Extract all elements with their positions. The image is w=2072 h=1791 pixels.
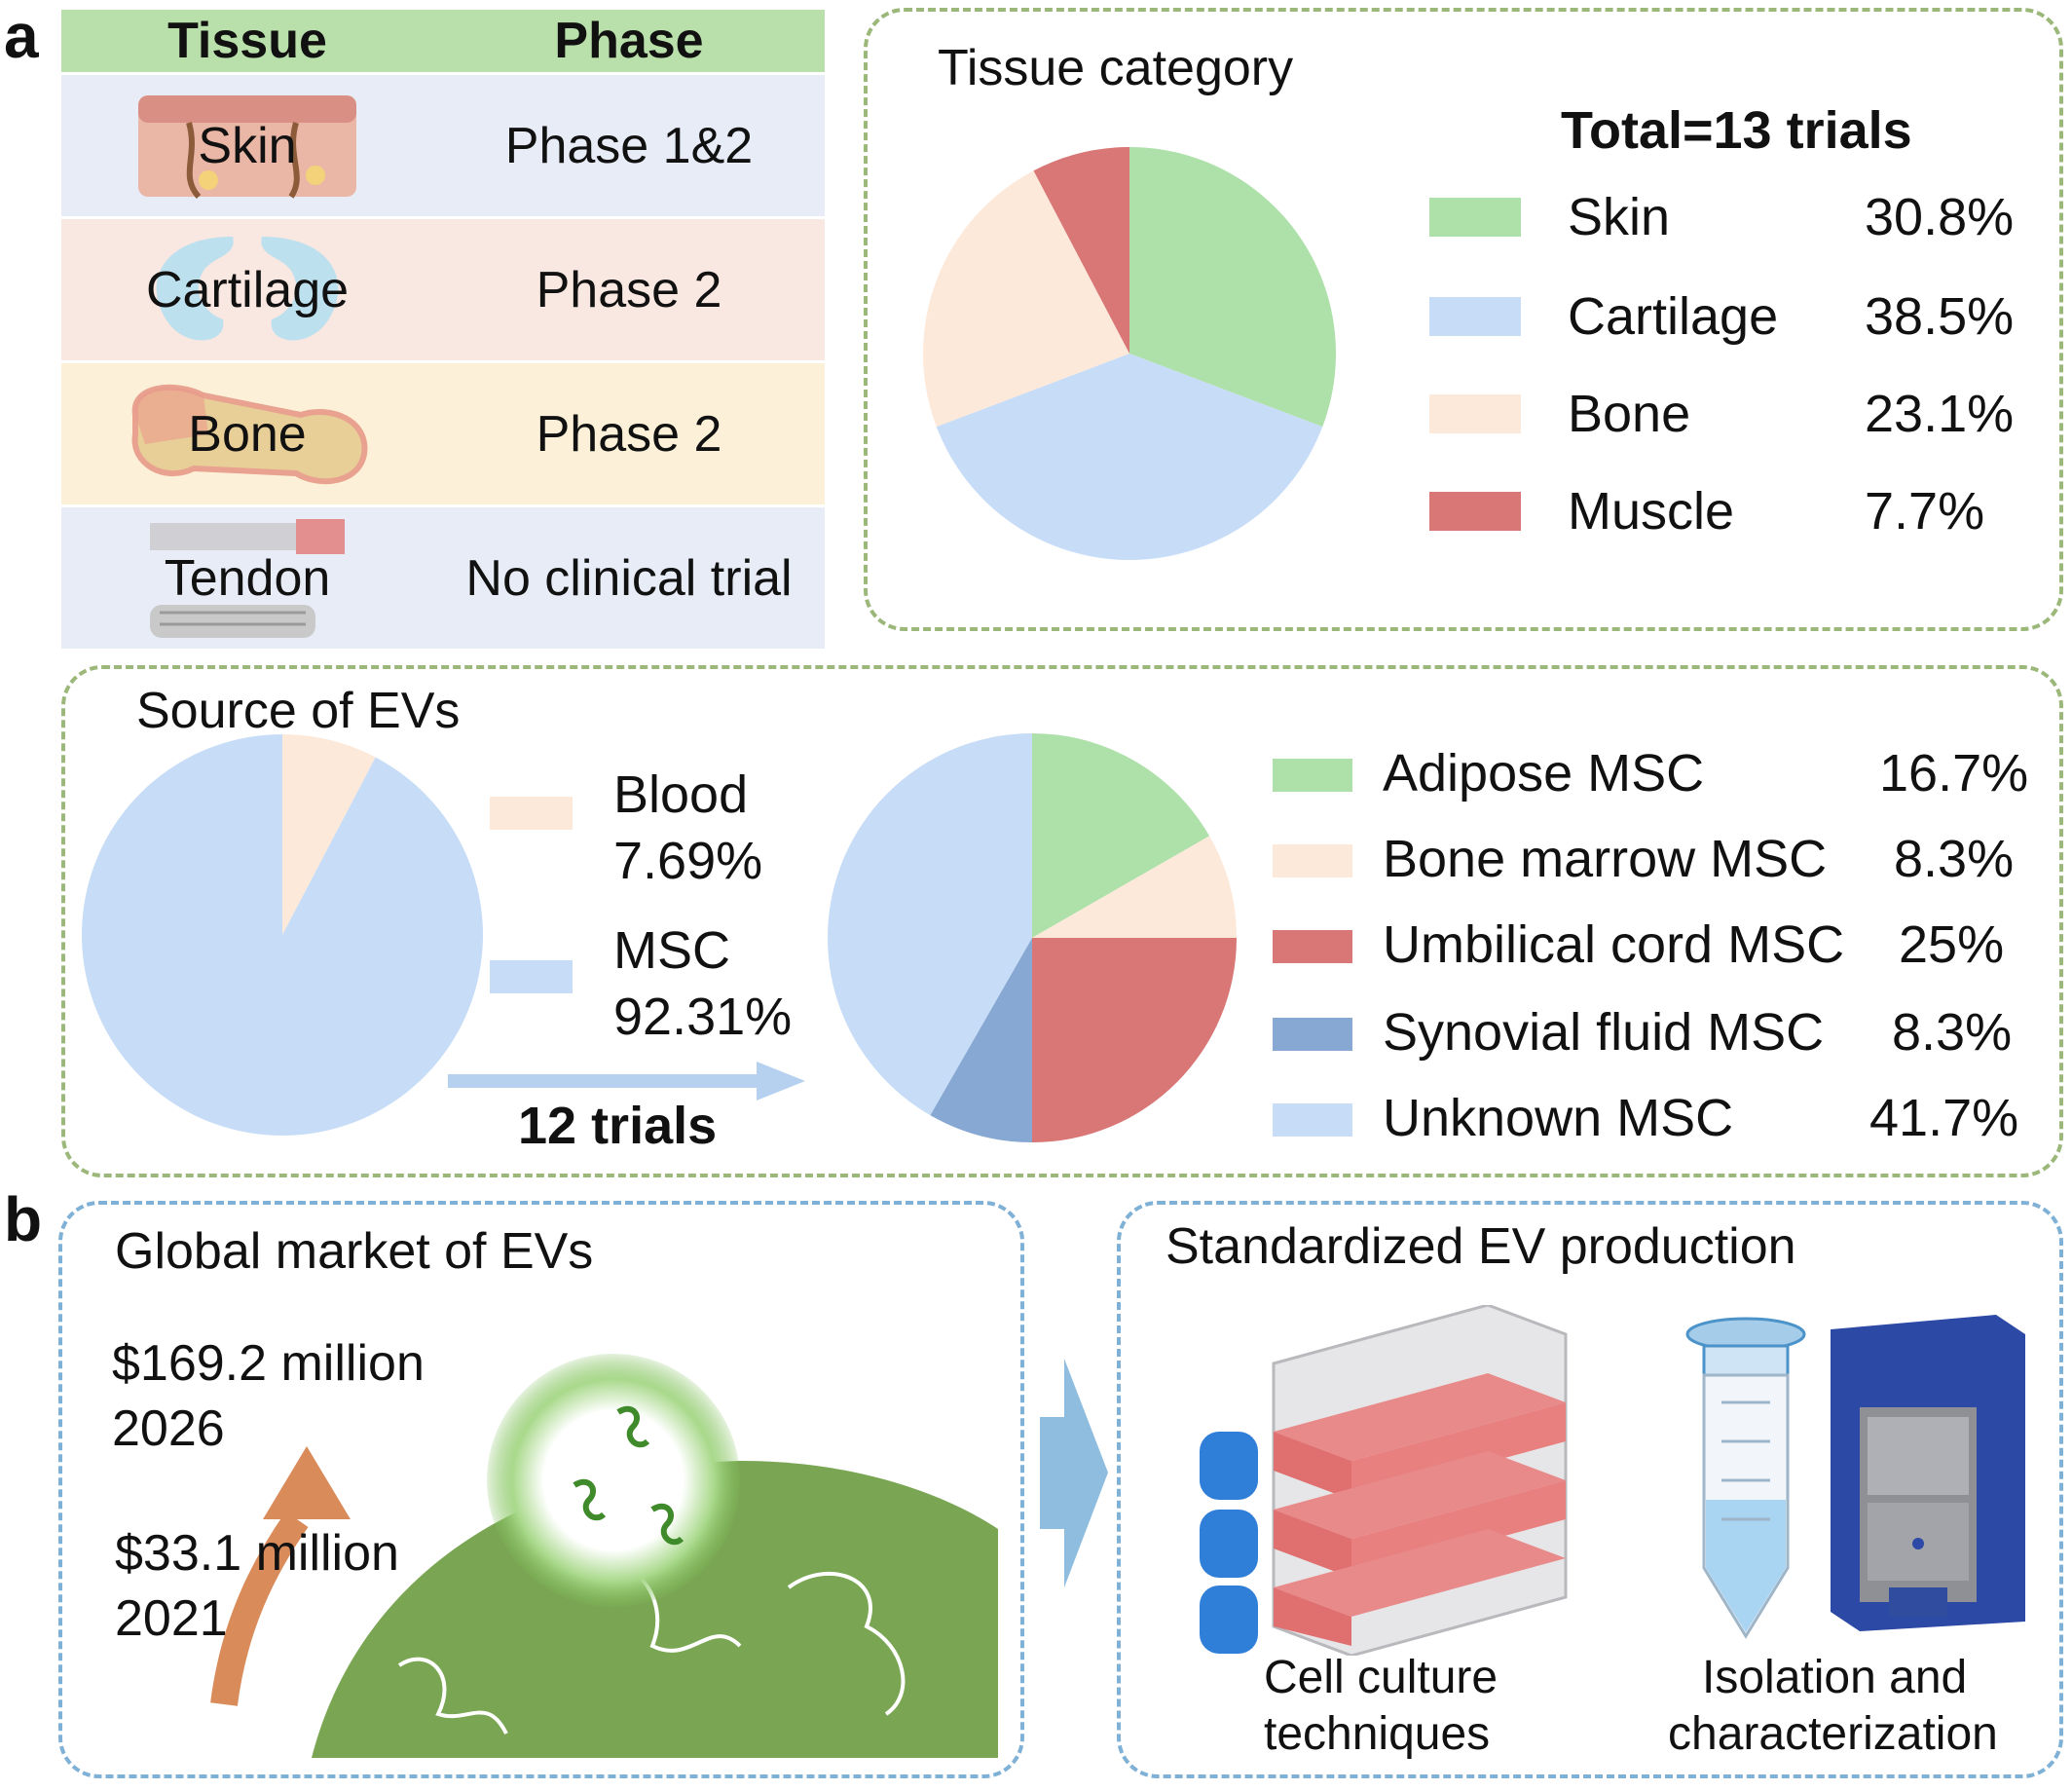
legend-swatch [1429,297,1521,336]
market-value-2021: $33.1 million [115,1525,399,1582]
table-cell-phase: Phase 2 [433,360,825,506]
legend-value: 8.3% [1892,1003,2013,1062]
table-cell-tissue: Skin [61,72,433,218]
cell-culture-caption-line1: Cell culture [1264,1652,1498,1703]
source-evs-title: Source of EVs [136,683,461,739]
legend-value: 41.7% [1869,1089,2019,1147]
legend-swatch [1273,1103,1352,1137]
tissue-slice-cartilage [936,354,1323,560]
tissue-label: Cartilage [145,261,350,318]
legend-label: Unknown MSC [1383,1089,1734,1147]
cell-culture-caption-line2: techniques [1264,1708,1491,1760]
legend-label: Bone [1568,385,1691,443]
tendon-illustration [150,518,345,638]
legend-value: 8.3% [1894,830,2015,888]
tissue-category-title: Tissue category [938,40,1294,96]
msc-slice-synovial-fluid-msc [930,938,1032,1142]
right-arrow-icon [448,1062,805,1101]
table-cell-tissue: Bone [61,360,433,506]
legend-label: Bone marrow MSC [1383,830,1828,888]
legend-swatch [1273,1018,1352,1051]
isolation-caption-line1: Isolation and [1702,1652,1968,1703]
market-year-2021: 2021 [115,1590,228,1647]
msc-slice-adipose-msc [1032,733,1210,938]
panel-a-letter: a [4,1,39,71]
source-evs-box [61,665,2063,1177]
legend-swatch [1429,492,1521,531]
tissue-slice-skin [1129,147,1336,428]
legend-swatch [1273,759,1352,792]
legend-value: 7.69% [613,832,763,890]
table-cell-phase: Phase 1&2 [433,72,825,218]
tissue-pie-chart [923,147,1336,560]
cartilage-illustration [156,236,339,340]
msc-slice-unknown-msc [828,733,1032,1116]
characterization-instrument-illustration [1831,1315,2025,1631]
legend-label: Skin [1568,188,1671,246]
ev-production-box [1117,1201,2063,1778]
table-cell-phase: Phase 2 [433,216,825,362]
legend-swatch [490,797,573,830]
total-trials-label: Total=13 trials [1561,101,1912,160]
skin-illustration [138,94,356,199]
legend-value: 38.5% [1865,287,2015,346]
legend-swatch [1273,844,1352,877]
market-year-2026: 2026 [112,1400,225,1457]
legend-swatch [1429,394,1521,433]
legend-label: Muscle [1568,482,1735,541]
source-slice-msc [81,734,483,1136]
legend-label: Cartilage [1568,287,1779,346]
cell-culture-flasks-illustration [1200,1305,1568,1656]
legend-swatch [490,960,573,993]
legend-swatch [1429,198,1521,237]
process-arrow-icon [1040,1359,1108,1587]
tissue-label: Tendon [164,549,331,607]
market-value-2026: $169.2 million [112,1335,425,1392]
table-row: Bone Phase 2 [61,360,825,506]
table-row: Skin Phase 1&2 [61,72,825,218]
tissue-category-box [864,8,2063,631]
tissue-slice-bone [923,170,1129,428]
globe-illustration [312,1354,998,1758]
tissue-phase-table: Tissue Phase Skin Phase 1&2 [61,10,825,649]
global-market-title: Global market of EVs [115,1223,594,1280]
isolation-caption-line2: characterization [1668,1708,1998,1760]
twelve-trials-label: 12 trials [518,1097,718,1155]
tissue-label: Skin [198,117,297,174]
bone-illustration [131,384,368,484]
source-slice-blood [282,734,376,935]
table-header-tissue: Tissue [61,10,433,74]
growth-arrow-icon [210,1446,351,1706]
legend-label: Blood [613,765,749,824]
table-header-row: Tissue Phase [61,10,825,74]
msc-slice-umbilical-cord-msc [1032,938,1237,1142]
legend-label: MSC [613,921,730,980]
table-cell-tissue: Cartilage [61,216,433,362]
tissue-slice-muscle [1033,147,1129,354]
panel-b-letter: b [4,1184,43,1254]
legend-value: 30.8% [1865,188,2015,246]
legend-value: 23.1% [1865,385,2015,443]
table-row: Tendon No clinical trial [61,504,825,649]
legend-value: 7.7% [1865,482,1985,541]
legend-label: Adipose MSC [1383,744,1705,802]
legend-label: Synovial fluid MSC [1383,1003,1825,1062]
legend-value: 25% [1899,915,2005,974]
table-cell-phase: No clinical trial [433,504,825,649]
legend-value: 92.31% [613,988,793,1046]
legend-swatch [1273,930,1352,963]
centrifuge-tube-illustration [1685,1317,1806,1639]
source-pie-chart [81,734,483,1136]
table-cell-tissue: Tendon [61,504,433,649]
global-market-box [58,1201,1024,1778]
msc-pie-chart [828,733,1237,1142]
legend-value: 16.7% [1879,744,2029,802]
legend-label: Umbilical cord MSC [1383,915,1845,974]
tissue-label: Bone [188,405,307,463]
table-row: Cartilage Phase 2 [61,216,825,362]
ev-production-title: Standardized EV production [1166,1218,1796,1275]
msc-slice-bone-marrow-msc [1032,836,1237,938]
table-header-phase: Phase [433,10,825,74]
